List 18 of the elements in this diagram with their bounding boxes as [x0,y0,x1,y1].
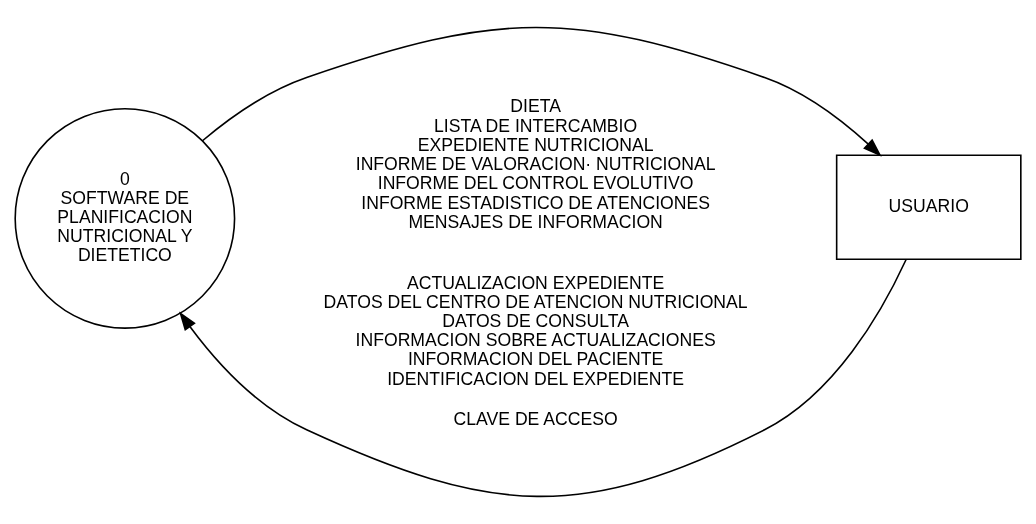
label: DATOS DE CONSULTA [442,311,629,332]
label: MENSAJES DE INFORMACION [408,211,663,232]
label: INFORME DEL CONTROL EVOLUTIVO [377,173,694,194]
label: LISTA DE INTERCAMBIO [434,115,638,136]
label: INFORME ESTADISTICO DE ATENCIONES [361,192,710,213]
label: INFORME DE VALORACION· NUTRICIONAL [355,154,716,175]
label: EXPEDIENTE NUTRICIONAL [417,134,654,155]
arrow [201,26,882,157]
node-box: USUARIO [835,154,1022,261]
label: DATOS DEL CENTRO DE ATENCION NUTRICIONAL [323,291,748,312]
node-circle: 0 SOFTWARE DE PLANIFICACION NUTRICIONAL Y DIETETICO [14,107,236,329]
label: ACTUALIZACION EXPEDIENTE [406,272,665,293]
edge-label: CLAVE DE ACCESO [453,408,618,429]
label: IDENTIFICACION DEL EXPEDIENTE [387,368,685,389]
label: INFORMACION SOBRE ACTUALIZACIONES [355,330,716,351]
arrow [179,258,907,498]
label: DIETA [510,96,561,117]
label: INFORMACION DEL PACIENTE [407,349,664,370]
